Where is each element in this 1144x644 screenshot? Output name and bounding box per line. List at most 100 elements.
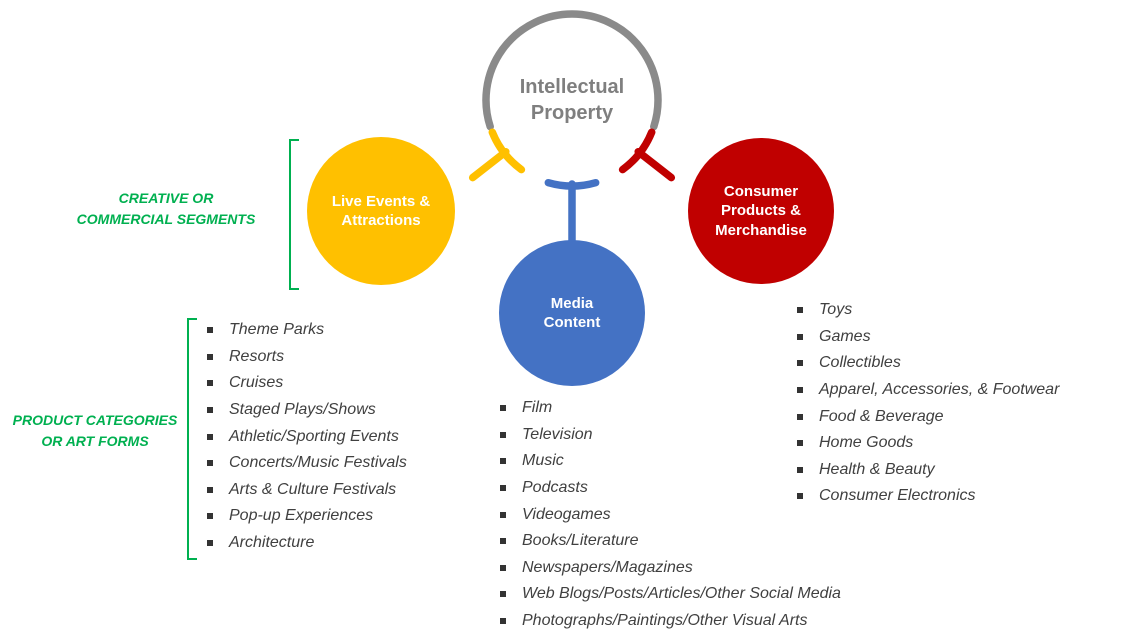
list-item: Toys <box>797 297 1059 324</box>
list-item-label: Books/Literature <box>522 532 639 550</box>
list-item-label: Cruises <box>229 374 284 392</box>
list-item-label: Toys <box>819 301 853 319</box>
bullet-square-icon <box>500 618 506 625</box>
bullet-square-icon <box>500 485 506 492</box>
bullet-square-icon <box>500 431 506 438</box>
hub-title: Intellectual Property <box>519 76 625 124</box>
bullet-square-icon <box>500 591 506 598</box>
segment-label-consumer-products: Consumer Products & Merchandise <box>715 182 807 239</box>
list-item-label: Home Goods <box>819 434 914 452</box>
connector-red <box>634 147 676 182</box>
connector-yellow <box>468 147 510 182</box>
list-item-label: Food & Beverage <box>819 407 944 425</box>
list-item: Games <box>797 324 1059 351</box>
list-item: Consumer Electronics <box>797 483 1059 510</box>
bullet-square-icon <box>797 360 803 367</box>
bullet-square-icon <box>207 353 213 360</box>
list-item-label: Staged Plays/Shows <box>229 401 376 419</box>
bullet-square-icon <box>207 327 213 334</box>
label-product-categories-art-forms: PRODUCT CATEGORIES OR ART FORMS <box>5 410 185 452</box>
bracket-categories <box>187 318 197 560</box>
label-creative-commercial-segments: CREATIVE OR COMMERCIAL SEGMENTS <box>52 188 280 230</box>
label-line: COMMERCIAL SEGMENTS <box>76 211 256 227</box>
bullet-square-icon <box>797 387 803 394</box>
bullet-square-icon <box>797 307 803 314</box>
list-item-label: Music <box>522 452 564 470</box>
segment-circle-consumer-products: Consumer Products & Merchandise <box>688 138 834 284</box>
segment-circle-media-content: Media Content <box>499 240 645 386</box>
list-item: Newspapers/Magazines <box>500 555 841 582</box>
list-item: Cruises <box>207 370 407 397</box>
list-item: Podcasts <box>500 475 841 502</box>
list-item: Home Goods <box>797 430 1059 457</box>
bullet-square-icon <box>500 458 506 465</box>
bullet-square-icon <box>207 460 213 467</box>
list-item-label: Pop-up Experiences <box>229 507 374 525</box>
label-line: CREATIVE OR <box>118 190 214 206</box>
list-item: Staged Plays/Shows <box>207 397 407 424</box>
list-item-label: Collectibles <box>819 354 901 372</box>
hub-arc-blue <box>544 178 600 190</box>
bullet-square-icon <box>500 538 506 545</box>
list-consumer-products: Toys Games Collectibles Apparel, Accesso… <box>797 297 1059 510</box>
list-item-label: Resorts <box>229 347 285 365</box>
bullet-square-icon <box>797 413 803 420</box>
bullet-square-icon <box>207 540 213 547</box>
bracket-segments <box>289 139 299 290</box>
list-item-label: Games <box>819 327 871 345</box>
list-item: Arts & Culture Festivals <box>207 477 407 504</box>
bullet-square-icon <box>207 486 213 493</box>
bullet-square-icon <box>207 380 213 387</box>
hub-arc-yellow <box>488 128 526 174</box>
list-item: Books/Literature <box>500 528 841 555</box>
list-item-label: Concerts/Music Festivals <box>229 454 407 472</box>
hub-arc-red <box>618 128 656 174</box>
list-item: Collectibles <box>797 350 1059 377</box>
list-item: Videogames <box>500 501 841 528</box>
list-item: Health & Beauty <box>797 457 1059 484</box>
list-item-label: Television <box>522 425 593 443</box>
list-item-label: Consumer Electronics <box>819 487 976 505</box>
bullet-square-icon <box>500 405 506 412</box>
list-item-label: Health & Beauty <box>819 460 935 478</box>
list-item: Apparel, Accessories, & Footwear <box>797 377 1059 404</box>
label-line: PRODUCT CATEGORIES <box>12 412 178 428</box>
list-item-label: Architecture <box>229 534 315 552</box>
list-item-label: Film <box>522 399 553 417</box>
list-item-label: Apparel, Accessories, & Footwear <box>819 381 1060 399</box>
bullet-square-icon <box>797 440 803 447</box>
list-item: Television <box>500 422 841 449</box>
bullet-square-icon <box>207 407 213 414</box>
list-live-events: Theme Parks Resorts Cruises Staged Plays… <box>207 317 407 556</box>
list-item: Web Blogs/Posts/Articles/Other Social Me… <box>500 581 841 608</box>
list-item-label: Podcasts <box>522 479 588 497</box>
bullet-square-icon <box>797 466 803 473</box>
list-item-label: Videogames <box>522 505 611 523</box>
bullet-square-icon <box>797 493 803 500</box>
list-item: Resorts <box>207 344 407 371</box>
bullet-square-icon <box>500 511 506 518</box>
segment-label-live-events: Live Events & Attractions <box>331 192 431 230</box>
list-item: Theme Parks <box>207 317 407 344</box>
list-item: Food & Beverage <box>797 403 1059 430</box>
list-item: Photographs/Paintings/Other Visual Arts <box>500 608 841 635</box>
list-item-label: Newspapers/Magazines <box>522 558 693 576</box>
list-item-label: Photographs/Paintings/Other Visual Arts <box>522 612 808 630</box>
list-media-content: Film Television Music Podcasts Videogame… <box>500 395 841 634</box>
list-item: Music <box>500 448 841 475</box>
label-line: OR ART FORMS <box>41 433 149 449</box>
list-item: Architecture <box>207 530 407 557</box>
bullet-square-icon <box>207 433 213 440</box>
list-item: Concerts/Music Festivals <box>207 450 407 477</box>
list-item: Film <box>500 395 841 422</box>
bullet-square-icon <box>207 513 213 520</box>
list-item: Pop-up Experiences <box>207 503 407 530</box>
segment-circle-live-events: Live Events & Attractions <box>307 137 455 285</box>
bullet-square-icon <box>500 564 506 571</box>
list-item-label: Athletic/Sporting Events <box>229 427 399 445</box>
list-item-label: Theme Parks <box>229 321 325 339</box>
segment-label-media-content: Media Content <box>543 294 601 332</box>
list-item: Athletic/Sporting Events <box>207 423 407 450</box>
list-item-label: Web Blogs/Posts/Articles/Other Social Me… <box>522 585 841 603</box>
list-item-label: Arts & Culture Festivals <box>229 480 397 498</box>
